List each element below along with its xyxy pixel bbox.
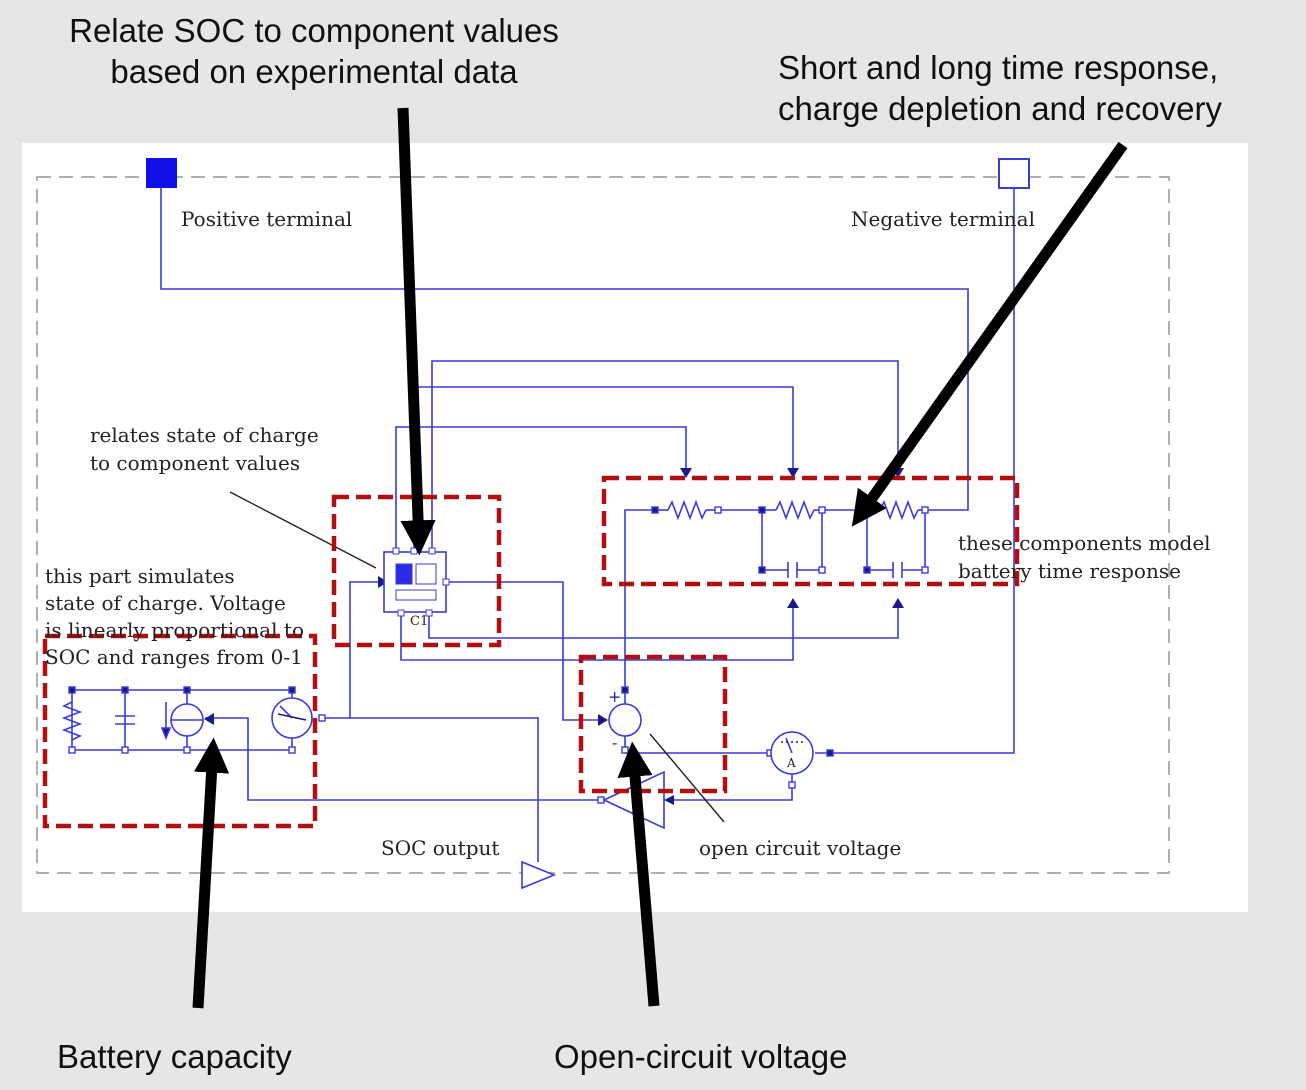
positive-terminal[interactable] xyxy=(146,158,177,188)
soc-output-port[interactable] xyxy=(521,860,557,890)
current-source-input-arrow xyxy=(204,713,214,725)
ammeter[interactable] xyxy=(770,731,814,775)
resistor-r2 xyxy=(879,499,919,521)
annotation-arrows xyxy=(192,107,1128,1009)
callout-time-response: Short and long time response, charge dep… xyxy=(778,47,1278,129)
current-source[interactable] xyxy=(160,702,204,741)
negative-terminal-label: Negative terminal xyxy=(851,207,1035,231)
callout-soc-lookup-line1: Relate SOC to component values xyxy=(69,12,559,49)
soc-note: this part simulates state of charge. Vol… xyxy=(45,563,304,671)
soc-note-line2: state of charge. Voltage xyxy=(45,591,286,615)
highlight-soc-part xyxy=(42,633,318,829)
soc-output-label: SOC output xyxy=(381,836,500,860)
rc-resistors xyxy=(655,499,925,578)
arrow-open-circuit xyxy=(617,741,660,1007)
highlight-ocv xyxy=(578,654,728,794)
arrow-soc-lookup xyxy=(397,107,436,556)
highlight-boxes xyxy=(42,475,1020,829)
voltage-sensor[interactable] xyxy=(271,697,313,739)
resistor-r0 xyxy=(667,499,707,521)
rc-note-line2: battery time response xyxy=(958,559,1181,583)
ocv-note-label: open circuit voltage xyxy=(699,836,902,860)
arrow-battery-capacity xyxy=(192,737,230,1009)
lookup-table-id: C1 xyxy=(410,614,429,629)
ocv-minus-sign: - xyxy=(612,733,618,752)
callout-time-response-line1: Short and long time response, xyxy=(778,49,1219,86)
ammeter-symbol: A xyxy=(787,756,796,770)
lookup-table-block[interactable] xyxy=(383,547,450,617)
ocv-note-leader xyxy=(649,733,725,823)
callout-time-response-line2: charge depletion and recovery xyxy=(778,90,1222,127)
feedback-gain-input-arrow xyxy=(664,795,674,805)
rc-note-line1: these components model xyxy=(958,531,1211,555)
callout-soc-lookup: Relate SOC to component values based on … xyxy=(44,10,584,92)
control-arrowheads xyxy=(378,468,904,726)
positive-terminal-label: Positive terminal xyxy=(181,207,353,231)
resistor-r1 xyxy=(775,499,815,521)
soc-capacitor xyxy=(115,715,135,725)
relates-note-line1: relates state of charge xyxy=(90,423,319,447)
relates-note: relates state of charge to component val… xyxy=(90,421,319,477)
callout-soc-lookup-line2: based on experimental data xyxy=(110,53,518,90)
model-frame xyxy=(36,176,1170,874)
soc-note-line4: SOC and ranges from 0-1 xyxy=(45,645,303,669)
rc-note: these components model battery time resp… xyxy=(958,529,1211,585)
callout-battery-capacity: Battery capacity xyxy=(57,1038,292,1075)
ocv-source[interactable] xyxy=(608,693,642,747)
negative-terminal[interactable] xyxy=(998,158,1030,189)
soc-note-line3: is linearly proportional to xyxy=(45,618,304,642)
relates-note-leader xyxy=(229,491,377,569)
soc-note-line1: this part simulates xyxy=(45,564,235,588)
highlight-lookup xyxy=(331,494,502,648)
arrow-time-response xyxy=(851,141,1128,527)
soc-resistor xyxy=(61,701,83,741)
ocv-plus-sign: + xyxy=(608,687,622,706)
callout-open-circuit: Open-circuit voltage xyxy=(554,1038,848,1075)
highlight-rc-network xyxy=(601,475,1020,587)
relates-note-line2: to component values xyxy=(90,451,301,475)
